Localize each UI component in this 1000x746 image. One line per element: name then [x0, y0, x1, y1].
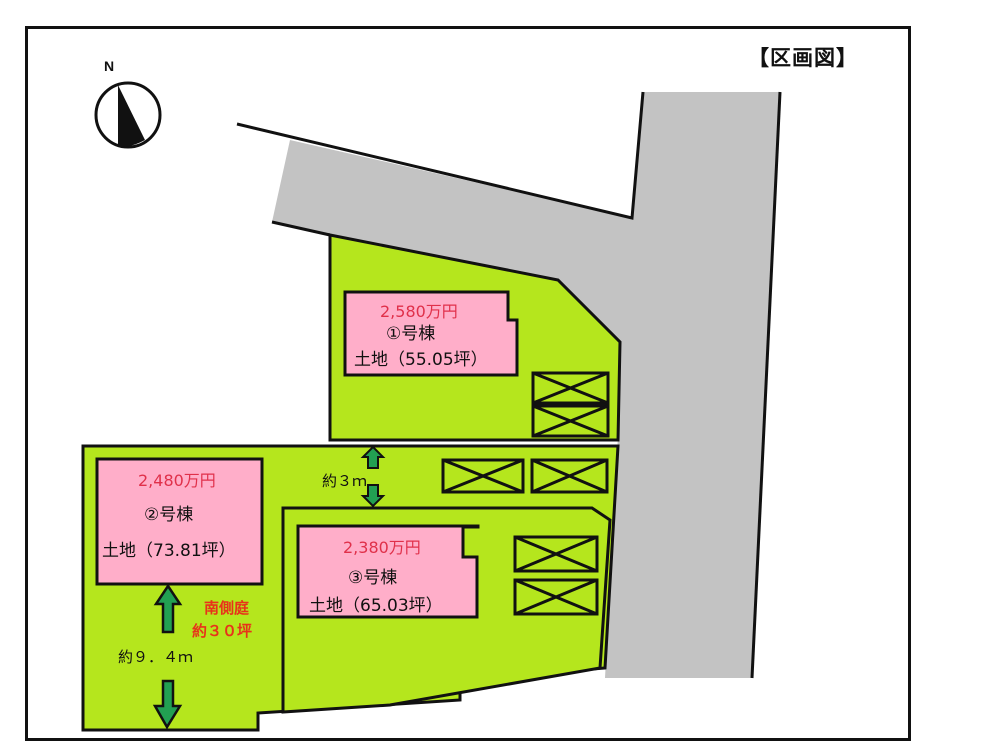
lot-3-name: ③号棟 — [348, 568, 398, 588]
house-2 — [95, 457, 264, 586]
gap-distance-label: 約３ｍ — [322, 472, 368, 490]
lot-3-land-area: 土地（65.03坪） — [309, 596, 443, 616]
lot-3-price: 2,380万円 — [343, 538, 421, 557]
page-title: 【区画図】 — [748, 46, 858, 70]
gap-arrows — [360, 445, 386, 508]
parking-lot-1 — [531, 371, 610, 438]
lot-2-name: ②号棟 — [144, 505, 194, 525]
lot-1-name: ①号棟 — [386, 324, 436, 344]
south-garden-area: 約３０坪 — [192, 622, 253, 640]
lot-1-land-area: 土地（55.05坪） — [354, 350, 488, 370]
yard-depth-label: 約９．４ｍ — [118, 648, 194, 666]
north-label: N — [104, 58, 115, 74]
lot-1-price: 2,580万円 — [380, 302, 458, 321]
road — [272, 92, 780, 678]
lot-2-land-area: 土地（73.81坪） — [102, 541, 236, 561]
yard-depth-arrows — [152, 583, 183, 730]
north-arrow-icon — [94, 81, 162, 149]
lot-2-price: 2,480万円 — [138, 471, 216, 490]
south-garden-label: 南側庭 — [204, 599, 250, 617]
house-3 — [296, 524, 480, 619]
parking-lot-3 — [513, 535, 599, 616]
house-1 — [343, 290, 519, 377]
parking-shared — [441, 458, 609, 494]
